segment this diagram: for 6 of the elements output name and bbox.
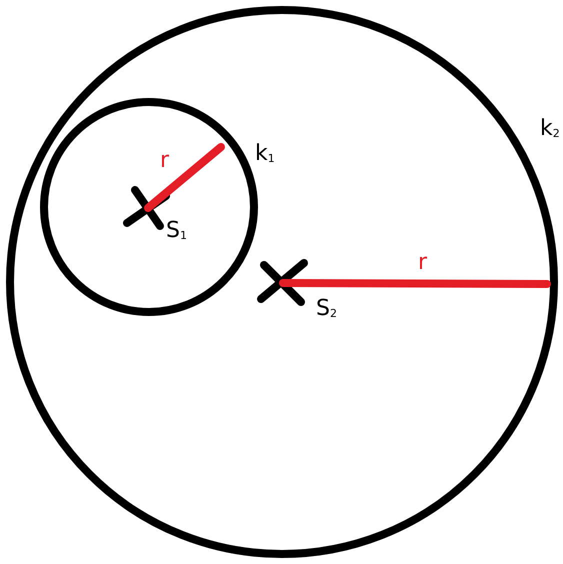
circle-label: k$_{2}$ <box>540 118 560 140</box>
center-label: S$_{1}$ <box>166 220 187 242</box>
center-label: S$_{2}$ <box>316 298 337 320</box>
circle-label: k$_{1}$ <box>255 143 275 165</box>
radius-label: r <box>160 150 170 172</box>
radius-label: r <box>418 252 428 274</box>
